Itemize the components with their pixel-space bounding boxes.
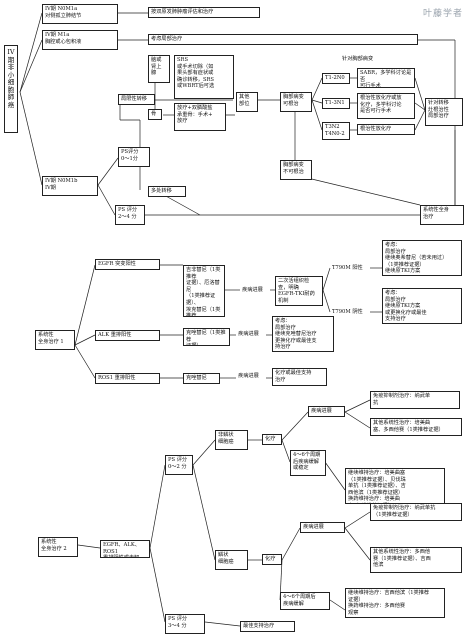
edge (19, 91, 43, 186)
node-immuno-2: 免疫抑制剂治疗：纳武单抗 （1类推荐证据） (370, 503, 462, 521)
node-bone-tx: 放疗+双膦酸盐 承重骨：手术+ 放疗 (174, 103, 226, 131)
node-progress-4: 疾病进展 (308, 406, 345, 417)
node-iv-m1b: IV期 N0M1b IV期 (42, 176, 98, 196)
label-t790m-pos: T790M 阳性 (332, 265, 363, 271)
node-neg-unknown: EGFR、ALK、ROS1 重排阴性或未知 (100, 540, 150, 558)
node-systemic: 系统性全身 治疗 (420, 205, 464, 225)
node-nonsq: 非鳞状 细胞癌 (215, 430, 248, 450)
edge (74, 264, 96, 346)
node-other-sys-2: 其他系统性治疗：多西他 赛（1类推荐证据）、吉西 他滨 (370, 547, 462, 573)
edge (149, 547, 166, 623)
node-best-support: 最佳支持治疗 (240, 621, 295, 632)
edge (414, 109, 426, 131)
node-chemo-2: 化疗 (262, 554, 282, 565)
node-systemic-2: 系统性 全身治疗 2 (38, 537, 78, 557)
edge (344, 399, 371, 413)
node-other-site: 其他 部位 (236, 92, 258, 112)
label-progress-1: 疾病进展 (242, 287, 263, 293)
node-egfr: EGFR 突变阳性 (95, 259, 160, 270)
node-ps-0-1: PS评分 0～1分 (118, 147, 150, 167)
node-t790m-neg-tx: 考虑： 局部治疗 继续原TKI方案 或更换化疗或最佳 支持治疗 (382, 288, 462, 324)
node-local-limited: 局限性转移 (118, 94, 155, 105)
node-sq: 鳞状 细胞癌 (215, 550, 248, 570)
node-crizotinib-2: 克唑替尼 (183, 373, 220, 384)
edge (311, 99, 323, 131)
node-radical-chemo-2: 根治性放化疗 (357, 124, 415, 135)
node-t12n0: T1-2N0 (322, 73, 350, 84)
node-alk: ALK 重排阳性 (95, 330, 160, 341)
edge (192, 464, 216, 561)
node-immuno-1: 免疫抑制剂治疗：纳武单 抗 (370, 391, 460, 409)
sidebar-title: IV期非小细胞肺癌 (4, 45, 18, 133)
node-local-tx: 考虑局部治疗 (148, 34, 418, 45)
node-stage-iv-contralateral: IV期 N0M1a 对侧孤立肺结节 (42, 4, 118, 24)
node-bone: 骨 (148, 109, 162, 120)
node-progress-5: 疾病进展 (300, 522, 345, 533)
edge (344, 527, 371, 561)
node-alk-tx: 考虑： 局部治疗 继续克唑替尼治疗 更换化疗或最佳支 持治疗 (272, 316, 334, 352)
edge (311, 99, 323, 104)
node-cycle-2: 4～6个周期后 疾病缓解 (280, 592, 330, 610)
node-chest-unresectable: 胸部病变 不可根治 (280, 160, 312, 180)
label-progress-3: 疾病进展 (238, 373, 259, 379)
edge (311, 77, 323, 101)
node-multi-met: 多处转移 (148, 186, 186, 197)
edge (324, 461, 346, 491)
edge (19, 39, 43, 93)
edge (74, 334, 96, 346)
node-ps-2-4: PS 评分 2～4 分 (115, 205, 145, 225)
node-stage-iv-effusion: IV期 M1a 胸腔或心包积液 (42, 30, 118, 50)
edge (281, 527, 301, 561)
edge (281, 411, 309, 441)
node-crizotinib: 克唑替尼（1类推荐 证据） (183, 328, 230, 346)
node-chemo-1: 化疗 (262, 434, 282, 445)
node-maint-2: 继续维持治疗：吉西他滨（1类推荐 证据） 换药维持治疗：多西他赛 观察 (345, 588, 445, 618)
edge (329, 599, 346, 611)
label-progress-2: 疾病进展 (238, 331, 259, 337)
node-ps-3-4: PS 评分 3～4 分 (165, 614, 205, 634)
edge (97, 184, 116, 216)
edge (74, 344, 96, 379)
node-ros1: ROS1 重排阳性 (95, 373, 160, 384)
node-radical-chemo: 根治性放化疗或放 化疗，多学科讨论 是否可行手术 (357, 93, 415, 119)
node-cycle-1: 4～6个周期 后疾病缓解 或稳定 (290, 450, 326, 476)
edge (322, 267, 331, 291)
edge (414, 102, 426, 111)
edge (322, 289, 331, 313)
edge (204, 621, 241, 627)
node-biopsy: 二次活组织检 查，明确 EGFR-TKI耐药 机制 (275, 276, 323, 306)
node-t3n2: T3N2 T4N0-2 (322, 122, 350, 140)
edge (149, 464, 166, 549)
edge (414, 77, 426, 111)
watermark: 叶藤学者 (422, 9, 463, 19)
edge (192, 439, 216, 466)
node-egfr-drugs: 吉非替尼（1类推荐 证据）、厄洛替尼 （1类推荐证据）、 埃克替尼（1类推荐 证… (183, 265, 225, 317)
edge (344, 411, 371, 429)
node-maint-1: 继续维持治疗：培美曲塞 （1类推荐证据）、贝伐珠 单抗（1类推荐证据）、吉 西他… (345, 468, 445, 504)
edge (97, 157, 119, 186)
node-chest-resectable: 胸部病变 可根治 (280, 92, 312, 112)
edge (77, 544, 101, 549)
node-ps-0-2: PS 评分 0～2 分 (165, 455, 193, 475)
node-brain-srs: SRS 或手术切除（如 果头部有症状或 确诊转移，SRS 或WBRT后可选 (174, 55, 234, 99)
node-metastasis-local: 针对转移 灶根治性 局部治疗 (425, 98, 463, 126)
edge (294, 174, 421, 206)
node-brain-adrenal: 脑或 肾上 腺 (148, 55, 170, 83)
node-other-sys-1: 其他系统性治疗：培美曲 塞、多西他赛（1类推荐证据） (370, 418, 462, 436)
node-dual-primary: 按双原发肺肿瘤评估和治疗 (148, 7, 260, 18)
node-systemic-1: 系统性 全身治疗 1 (35, 330, 75, 350)
node-ros1-tx: 化疗或最佳支持 治疗 (272, 368, 327, 386)
edge (281, 439, 291, 463)
label-t790m-neg: T790M 阴性 (332, 309, 363, 315)
edge (19, 12, 43, 93)
node-t13n1: T1-3N1 (322, 98, 350, 109)
node-t790m-pos-tx: 考虑： 局部治疗 继续奥希替尼（若未用过） （1类推荐证据） 继续原TKI方案 (382, 240, 462, 276)
label-consider-chest: 针对胸部病变 (342, 56, 374, 62)
node-sabr: SABR，多学科讨论是否 可行手术 (357, 68, 415, 88)
edge (344, 511, 371, 529)
